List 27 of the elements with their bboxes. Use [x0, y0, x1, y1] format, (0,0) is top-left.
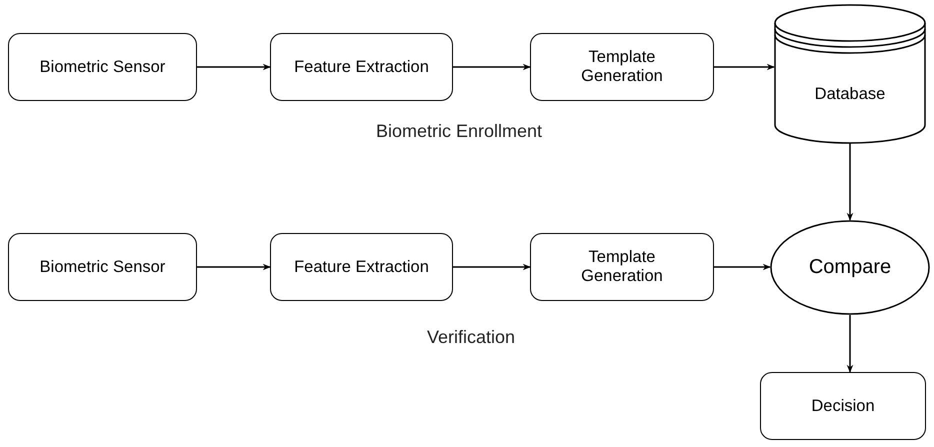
process-box	[270, 33, 453, 101]
arrow	[714, 264, 771, 270]
process-box	[760, 372, 926, 440]
node-label: Decision	[811, 396, 875, 416]
node-label: Template Generation	[580, 248, 664, 286]
arrow	[453, 64, 531, 70]
process-box	[530, 233, 714, 301]
node-label: Feature Extraction	[294, 58, 429, 76]
compare-ellipse	[770, 220, 930, 315]
arrow	[846, 143, 854, 221]
process-box	[270, 233, 453, 301]
node-label: Biometric Sensor	[40, 258, 166, 276]
arrow	[846, 315, 854, 373]
arrow	[197, 264, 271, 270]
arrow	[197, 64, 271, 70]
section-label: Verification	[427, 327, 516, 348]
node-label: Biometric Sensor	[40, 58, 166, 76]
process-box	[8, 33, 197, 101]
arrow	[453, 264, 531, 270]
node-label: Template Generation	[580, 48, 664, 86]
node-label: Compare	[808, 256, 892, 279]
node-label: Feature Extraction	[294, 258, 429, 276]
arrow	[714, 64, 775, 70]
section-label: Biometric Enrollment	[376, 121, 542, 142]
node-label: Database	[814, 84, 886, 104]
process-box	[8, 233, 197, 301]
process-box	[530, 33, 714, 101]
